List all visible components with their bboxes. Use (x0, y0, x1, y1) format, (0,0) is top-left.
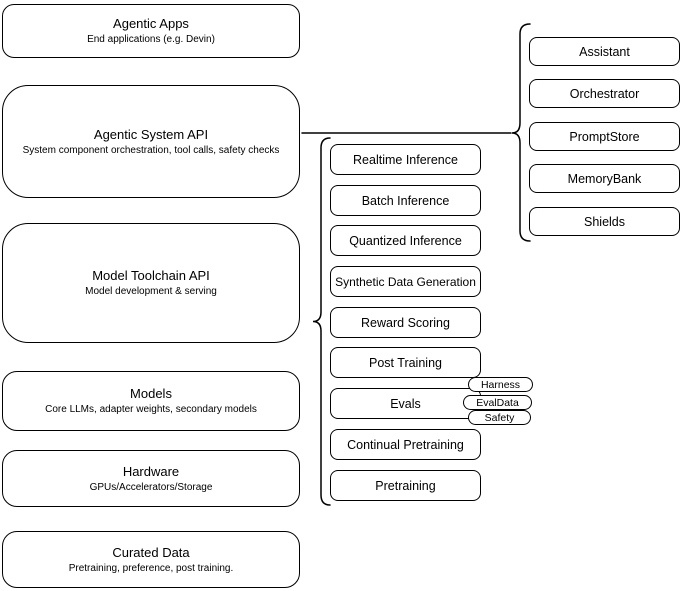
box-title: Model Toolchain API (92, 268, 210, 283)
box-models: Models Core LLMs, adapter weights, secon… (2, 371, 300, 431)
service-continual-pretraining: Continual Pretraining (330, 429, 481, 460)
evals-tag-safety: Safety (468, 410, 531, 425)
service-reward-scoring: Reward Scoring (330, 307, 481, 338)
box-model-toolchain-api: Model Toolchain API Model development & … (2, 223, 300, 343)
component-promptstore: PromptStore (529, 122, 680, 151)
box-agentic-apps: Agentic Apps End applications (e.g. Devi… (2, 4, 300, 58)
toolchain-services-brace (312, 137, 331, 506)
service-batch-inference: Batch Inference (330, 185, 481, 216)
service-pretraining: Pretraining (330, 470, 481, 501)
box-subtitle: Pretraining, preference, post training. (68, 562, 234, 574)
component-assistant: Assistant (529, 37, 680, 66)
evals-tag-evaldata: EvalData (463, 395, 532, 410)
box-title: Agentic System API (93, 126, 209, 142)
service-realtime-inference: Realtime Inference (330, 144, 481, 175)
service-synthetic-data-generation: Synthetic Data Generation (330, 266, 481, 297)
box-title: Agentic Apps (113, 16, 189, 31)
box-subtitle: System component orchestration, tool cal… (22, 144, 280, 156)
box-curated-data: Curated Data Pretraining, preference, po… (2, 531, 300, 588)
service-post-training: Post Training (330, 347, 481, 378)
box-subtitle: End applications (e.g. Devin) (87, 34, 215, 45)
box-subtitle: Core LLMs, adapter weights, secondary mo… (45, 404, 257, 415)
component-orchestrator: Orchestrator (529, 79, 680, 108)
box-agentic-system-api: Agentic System API System component orch… (2, 85, 300, 198)
box-subtitle: Model development & serving (85, 286, 217, 297)
evals-tag-harness: Harness (468, 377, 533, 392)
service-quantized-inference: Quantized Inference (330, 225, 481, 256)
box-title: Models (130, 386, 172, 401)
box-subtitle: GPUs/Accelerators/Storage (89, 481, 213, 493)
component-shields: Shields (529, 207, 680, 236)
system-components-brace (511, 23, 531, 242)
box-title: Curated Data (112, 544, 190, 560)
box-title: Hardware (122, 463, 180, 479)
component-memorybank: MemoryBank (529, 164, 680, 193)
box-hardware: Hardware GPUs/Accelerators/Storage (2, 450, 300, 507)
service-evals: Evals (330, 388, 481, 419)
